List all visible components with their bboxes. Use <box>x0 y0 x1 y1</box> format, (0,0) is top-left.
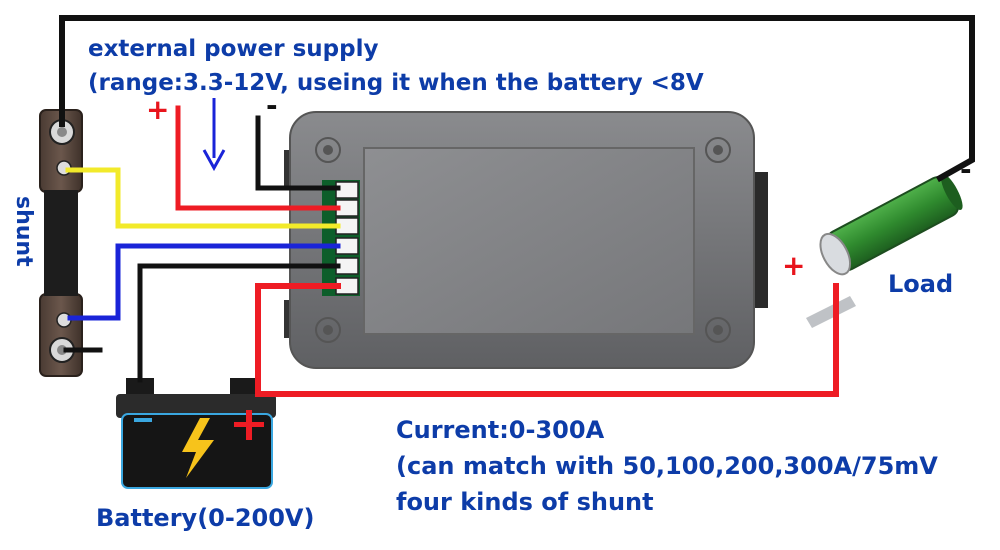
wire-yellow-sense <box>65 167 341 229</box>
wire-black-top <box>59 15 975 183</box>
wire-red-supply <box>175 105 341 211</box>
load-plus-sign: + <box>782 249 806 282</box>
current-line-3: four kinds of shunt <box>396 488 654 516</box>
resistor-cap <box>819 232 852 276</box>
current-line-2: (can match with 50,100,200,300A/75mV <box>396 452 938 480</box>
supply-plus-sign: + <box>146 93 170 126</box>
arrow-down-icon <box>202 98 226 172</box>
wire-black-supply <box>255 115 341 191</box>
battery-icon <box>116 378 276 489</box>
shunt-core <box>44 190 78 296</box>
screw-hole <box>323 325 333 335</box>
load-label: Load <box>888 270 954 298</box>
wires <box>59 15 975 397</box>
screw-hole <box>323 145 333 155</box>
battery-plus-mark <box>246 410 252 440</box>
lightning-icon <box>182 418 214 478</box>
meter-screen <box>363 147 695 335</box>
battery-minus-mark <box>134 418 152 422</box>
shunt-label: shunt <box>11 196 36 267</box>
shunt-bolt-center <box>57 127 67 137</box>
screw-hole <box>713 325 723 335</box>
meter-icon <box>284 111 768 369</box>
supply-minus-sign: - <box>266 89 278 122</box>
shunt-bottom-block <box>39 293 83 377</box>
arrow-head <box>202 149 226 172</box>
load-minus-sign: - <box>960 153 972 186</box>
resistor-bracket <box>806 296 856 328</box>
screw-hole <box>705 317 731 343</box>
screw-hole <box>315 317 341 343</box>
resistor-cap <box>941 174 963 211</box>
resistor-icon <box>806 174 963 328</box>
battery-label: Battery(0-200V) <box>96 504 315 532</box>
wire-black-battery <box>137 263 341 383</box>
wire-red-battery <box>255 283 839 397</box>
wire-blue-sense <box>67 243 341 321</box>
screw-hole <box>713 145 723 155</box>
screw-hole <box>705 137 731 163</box>
battery-lid <box>116 394 276 418</box>
screw-hole <box>315 137 341 163</box>
supply-title: external power supply <box>88 36 379 62</box>
shunt-icon <box>39 109 83 377</box>
current-line-1: Current:0-300A <box>396 416 605 444</box>
supply-range: (range:3.3-12V, useing it when the batte… <box>88 70 704 96</box>
